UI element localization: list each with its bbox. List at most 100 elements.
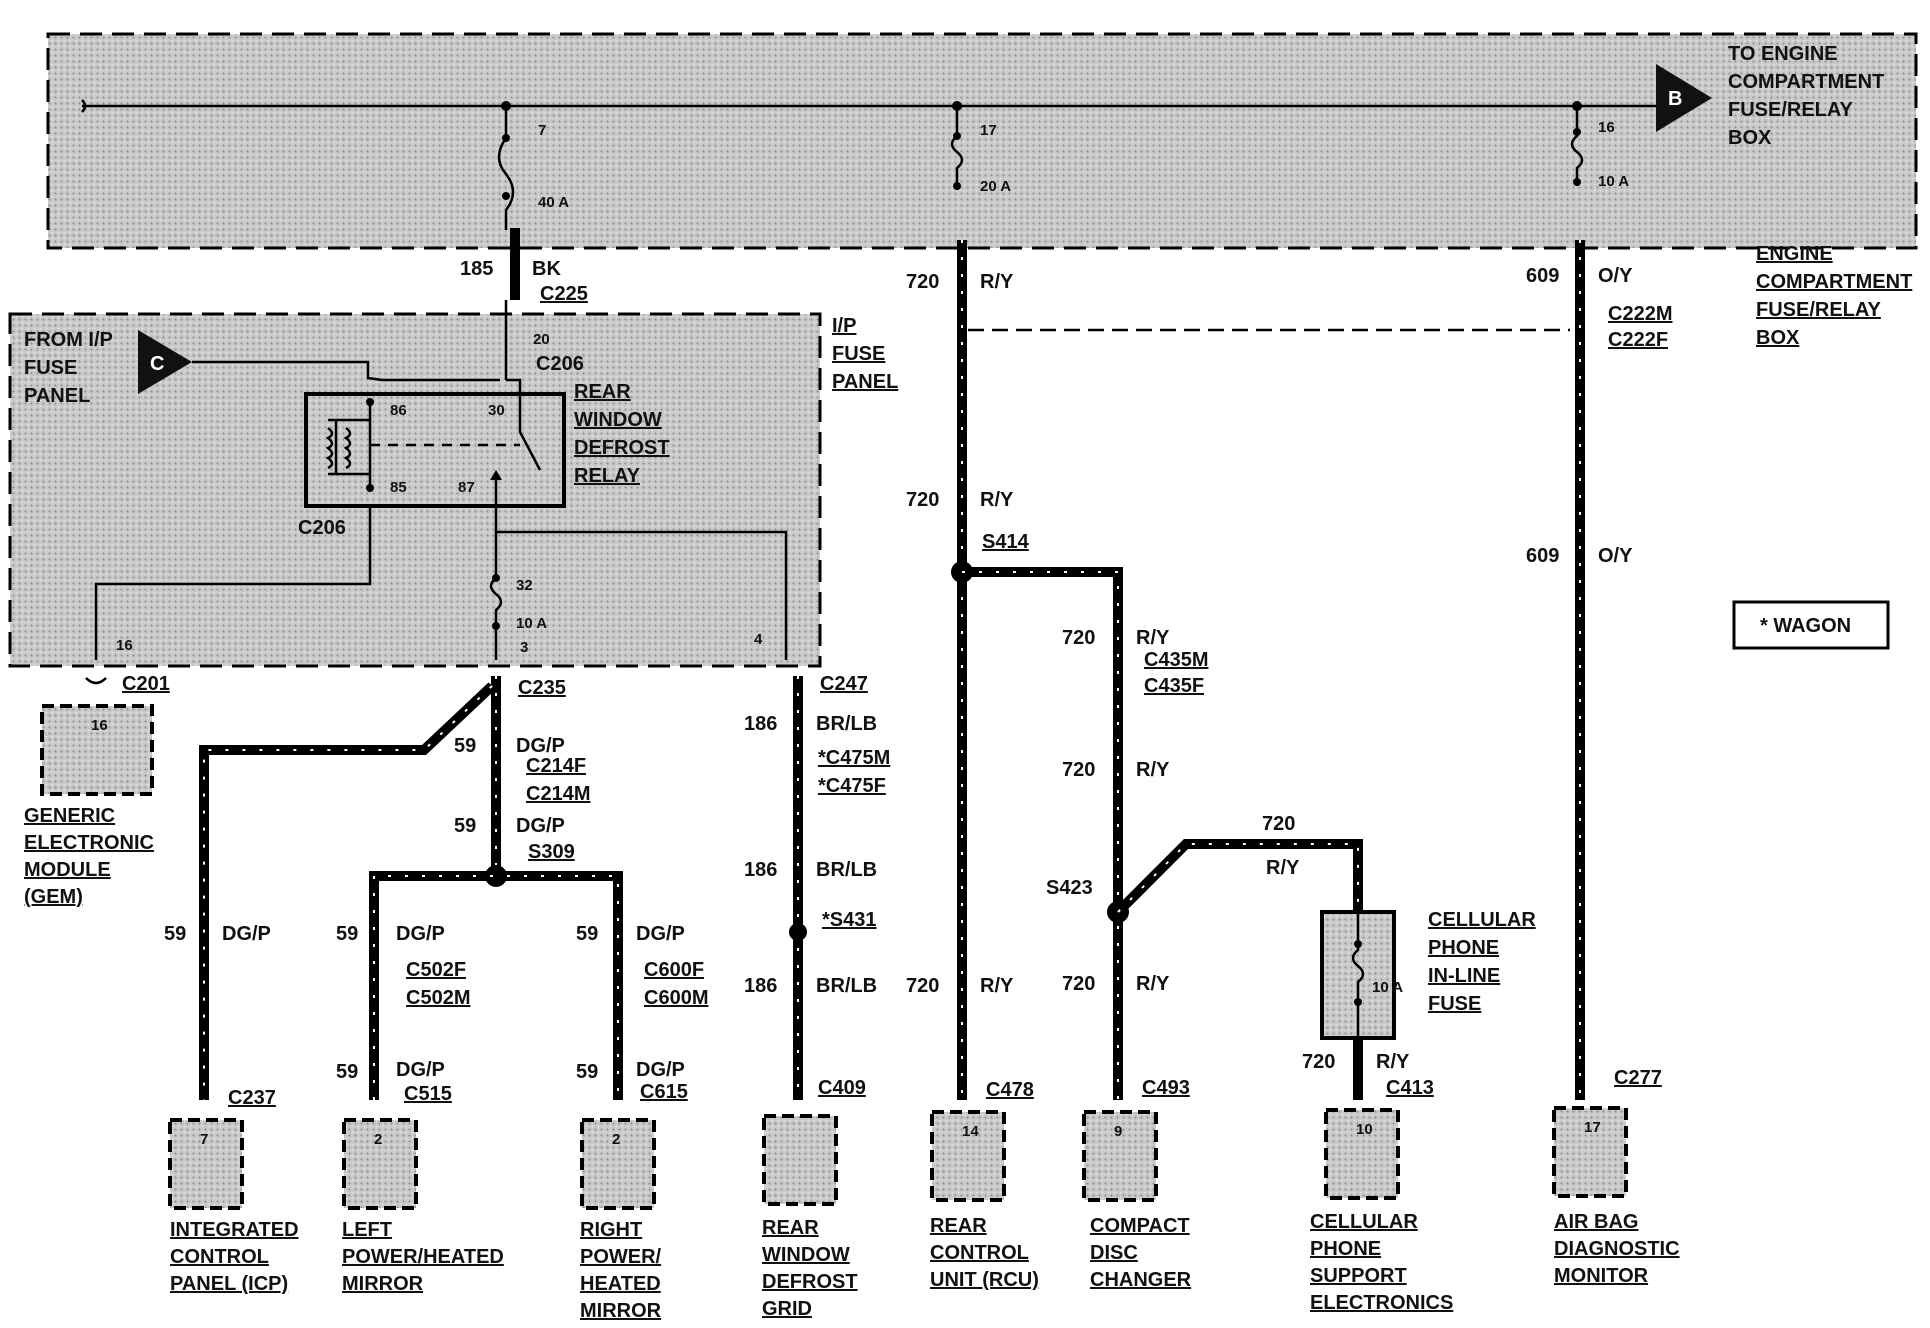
to-engine-fuse-box-label: TO ENGINE COMPARTMENT FUSE/RELAY BOX — [1728, 43, 1884, 149]
splice-s431: *S431 — [822, 909, 877, 931]
svg-text:DG/P: DG/P — [636, 923, 685, 945]
connector-c435f: C435F — [1144, 675, 1204, 697]
connector-b-arrow — [1656, 64, 1712, 132]
svg-text:20: 20 — [533, 331, 550, 348]
from-ip-fuse-panel-label: FROM I/P FUSE PANEL — [24, 329, 113, 407]
component-label: AIR BAG — [1554, 1211, 1638, 1233]
component-label: POWER/ — [580, 1246, 662, 1268]
connector-c409: C409 — [818, 1077, 866, 1099]
rear-window-defrost-relay — [304, 392, 566, 508]
svg-text:185: 185 — [460, 258, 493, 280]
svg-text:I/P: I/P — [832, 315, 856, 337]
connector-c493: C493 — [1142, 1077, 1190, 1099]
svg-text:59: 59 — [576, 923, 598, 945]
connector-c222f: C222F — [1608, 329, 1668, 351]
svg-text:FUSE: FUSE — [24, 357, 77, 379]
component-label: UNIT (RCU) — [930, 1269, 1039, 1291]
svg-text:C: C — [150, 353, 164, 375]
component-label: CONTROL — [170, 1246, 269, 1268]
svg-text:R/Y: R/Y — [1136, 973, 1170, 995]
component-pin: 10 — [1356, 1121, 1373, 1138]
connector-c222m: C222M — [1608, 303, 1672, 325]
component-label: GRID — [762, 1298, 812, 1320]
svg-text:BOX: BOX — [1756, 327, 1800, 349]
components: 16GENERICELECTRONICMODULE(GEM)7INTEGRATE… — [24, 704, 1680, 1322]
svg-text:BR/LB: BR/LB — [816, 713, 877, 735]
connector-b-label: B — [1668, 88, 1682, 110]
svg-text:59: 59 — [164, 923, 186, 945]
component-label: MONITOR — [1554, 1265, 1649, 1287]
fuse7-amp: 40 A — [538, 194, 569, 211]
svg-text:BR/LB: BR/LB — [816, 859, 877, 881]
svg-text:REAR: REAR — [574, 381, 631, 403]
svg-text:186: 186 — [744, 975, 777, 997]
connector-c475f: *C475F — [818, 775, 886, 797]
svg-text:COMPARTMENT: COMPARTMENT — [1728, 71, 1884, 93]
svg-text:3: 3 — [520, 639, 528, 656]
svg-text:O/Y: O/Y — [1598, 265, 1633, 287]
svg-text:RELAY: RELAY — [574, 465, 641, 487]
component-label: ELECTRONIC — [24, 832, 154, 854]
fuse17-number: 17 — [980, 122, 997, 139]
svg-text:87: 87 — [458, 479, 475, 496]
component-label: WINDOW — [762, 1244, 850, 1266]
svg-text:720: 720 — [1262, 813, 1295, 835]
component-label: ELECTRONICS — [1310, 1292, 1453, 1314]
svg-text:10 A: 10 A — [1372, 979, 1403, 996]
connector-c206-top: C206 — [536, 353, 584, 375]
svg-text:DEFROST: DEFROST — [574, 437, 670, 459]
wagon-legend: * WAGON — [1760, 615, 1851, 637]
connector-c413: C413 — [1386, 1077, 1434, 1099]
connector-c225: C225 — [540, 283, 588, 305]
svg-text:186: 186 — [744, 859, 777, 881]
svg-text:R/Y: R/Y — [1136, 627, 1170, 649]
fuse7-number: 7 — [538, 122, 546, 139]
component-label: COMPACT — [1090, 1215, 1190, 1237]
component-label: CONTROL — [930, 1242, 1029, 1264]
component-pin: 7 — [200, 1131, 208, 1148]
splice-s414: S414 — [982, 531, 1030, 553]
component-label: DISC — [1090, 1242, 1138, 1264]
component-label: MIRROR — [342, 1273, 424, 1295]
svg-text:16: 16 — [116, 637, 133, 654]
svg-text:59: 59 — [454, 735, 476, 757]
svg-text:FUSE: FUSE — [832, 343, 885, 365]
svg-text:85: 85 — [390, 479, 407, 496]
relay-label: REAR WINDOW DEFROST RELAY — [574, 381, 670, 487]
component-label: LEFT — [342, 1219, 392, 1241]
svg-text:86: 86 — [390, 402, 407, 419]
connector-c502f: C502F — [406, 959, 466, 981]
wagon-legend-box — [1732, 600, 1890, 650]
svg-text:R/Y: R/Y — [980, 975, 1014, 997]
connector-c214m: C214M — [526, 783, 590, 805]
component-label: PHONE — [1310, 1238, 1381, 1260]
svg-text:59: 59 — [576, 1061, 598, 1083]
component-label: MIRROR — [580, 1300, 662, 1322]
connector-c600f: C600F — [644, 959, 704, 981]
svg-text:4: 4 — [754, 631, 763, 648]
component-pin: 14 — [962, 1123, 979, 1140]
component-label: REAR — [762, 1217, 819, 1239]
connector-c478: C478 — [986, 1079, 1034, 1101]
svg-text:CELLULAR: CELLULAR — [1428, 909, 1536, 931]
svg-text:720: 720 — [1062, 627, 1095, 649]
component-pin: 17 — [1584, 1119, 1601, 1136]
component-label: POWER/HEATED — [342, 1246, 504, 1268]
svg-text:PHONE: PHONE — [1428, 937, 1499, 959]
component-label: INTEGRATED — [170, 1219, 299, 1241]
connector-c475m: *C475M — [818, 747, 890, 769]
component-pin: 2 — [612, 1131, 620, 1148]
component-label: SUPPORT — [1310, 1265, 1407, 1287]
svg-text:720: 720 — [906, 271, 939, 293]
component-label: GENERIC — [24, 805, 115, 827]
svg-text:DG/P: DG/P — [222, 923, 271, 945]
connector-c277: C277 — [1614, 1067, 1662, 1089]
component-label: CELLULAR — [1310, 1211, 1418, 1233]
